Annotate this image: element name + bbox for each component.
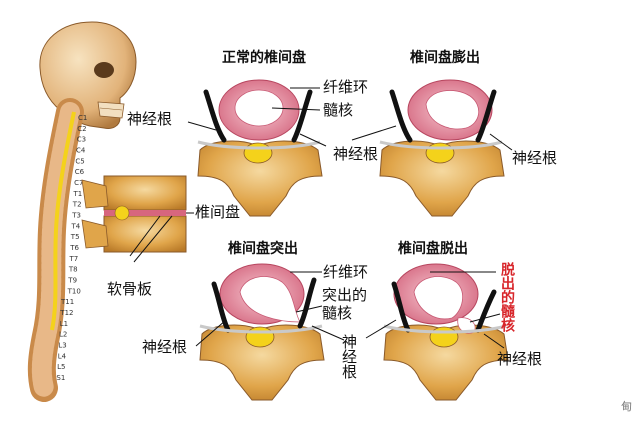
label-nerve-root-center: 神经根 [333, 145, 379, 163]
spinal-cord [50, 111, 76, 331]
vertebra-label: T12 [59, 309, 73, 317]
vertebra-label: C7 [74, 179, 83, 187]
vertebra-label: S1 [56, 374, 65, 382]
panel-extrusion-illustration [365, 263, 509, 401]
label-protruded-nucleus: 突出的髓核 [322, 286, 368, 322]
vertebra-label: T2 [72, 201, 82, 209]
panel-bulge-illustration [351, 79, 513, 217]
side-view-vertebrae [81, 175, 194, 263]
vertebra-label: T3 [71, 212, 81, 220]
title-bulging-disc: 椎间盘膨出 [410, 50, 480, 66]
vertebra-label: L2 [59, 331, 67, 339]
vertebra-label: T6 [69, 244, 79, 252]
vertebra-label: T10 [67, 287, 81, 295]
title-normal-disc: 正常的椎间盘 [222, 50, 306, 66]
title-protruding-disc: 椎间盘突出 [228, 241, 298, 257]
vertebra-label: C6 [75, 168, 85, 176]
vertebra-label: T11 [60, 298, 74, 306]
vertebra-label: L5 [57, 363, 65, 371]
label-nerve-root-bottom-right: 神经根 [497, 350, 543, 368]
skull [39, 21, 137, 129]
vertebra-label: T9 [67, 277, 77, 285]
vertebra-label: T8 [68, 266, 78, 274]
vertebra-label: C1 [78, 114, 87, 122]
vertebra-labels: C1C2C3C4C5C6C7T1T2T3T4T5T6T7T8T9T10T11T1… [56, 114, 87, 382]
vertebra-label: C3 [77, 136, 86, 144]
vertebra-label: L3 [58, 342, 66, 350]
vertebra-label: T4 [71, 222, 81, 230]
vertebra-label: T1 [73, 190, 83, 198]
vertebra-label: C2 [77, 125, 86, 133]
vertebra-label: C5 [75, 157, 84, 165]
nerve-root-right [291, 89, 313, 143]
spine-column: C1C2C3C4C5C6C7T1T2T3T4T5T6T7T8T9T10T11T1… [27, 98, 87, 402]
nerve-root-left [203, 89, 227, 143]
panel-normal-illustration [187, 79, 327, 217]
label-annulus-bottom: 纤维环 [323, 263, 369, 281]
label-annulus-top: 纤维环 [323, 78, 369, 96]
eye-socket [94, 62, 114, 78]
label-nerve-root-bottom-left: 神经根 [142, 338, 188, 356]
vertebra-label: C4 [76, 147, 86, 155]
teeth [97, 101, 125, 119]
label-nerve-root-vertical: 神经根 [340, 334, 358, 379]
label-nerve-root-left: 神经根 [127, 110, 173, 128]
watermark: 甸 [621, 400, 632, 413]
label-extruded-nucleus: 脱出的髓核 [499, 262, 515, 332]
label-disc-side: 椎间盘 [195, 203, 241, 221]
vertebra-label: L1 [60, 320, 68, 328]
vertebra-label: T7 [69, 255, 79, 263]
vertebra-label: T5 [70, 233, 80, 241]
label-nucleus-top: 髓核 [323, 101, 354, 119]
title-extruded-disc: 椎间盘脱出 [398, 241, 468, 257]
vertebra-label: L4 [58, 352, 67, 360]
label-nerve-root-right: 神经根 [512, 149, 558, 167]
label-endplate: 软骨板 [107, 280, 153, 298]
panel-protrusion-illustration [195, 263, 345, 401]
